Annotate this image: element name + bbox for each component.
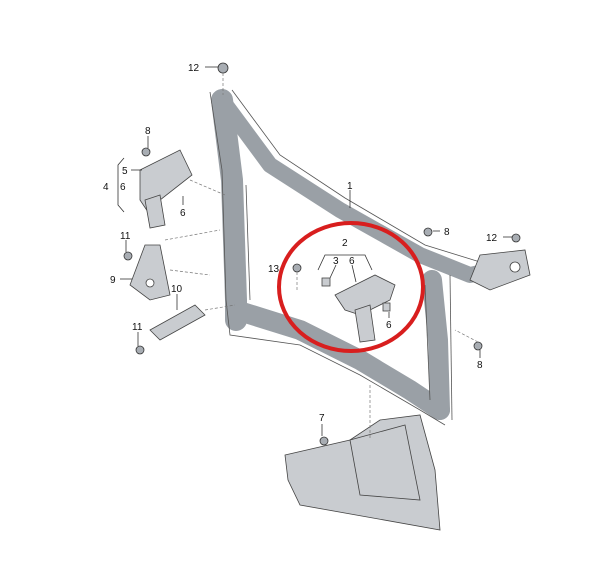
radiator-support-frame bbox=[209, 89, 531, 426]
bolt-8b bbox=[423, 227, 433, 237]
callout-10: 10 bbox=[171, 284, 183, 295]
bolt-12b bbox=[511, 233, 521, 243]
hood-hinge-bracket bbox=[139, 149, 193, 229]
callout-12: 12 bbox=[188, 63, 200, 74]
callout-6: 6 bbox=[386, 320, 392, 331]
callout-11: 11 bbox=[120, 231, 131, 242]
bumper-bracket bbox=[284, 385, 441, 531]
bolt-8a bbox=[141, 147, 151, 157]
callout-8: 8 bbox=[145, 126, 151, 137]
callout-6: 6 bbox=[349, 256, 355, 267]
callout-13: 13 bbox=[268, 264, 280, 275]
callout-6: 6 bbox=[180, 208, 186, 219]
callout-2: 2 bbox=[342, 238, 348, 249]
bolt-11b bbox=[135, 345, 145, 355]
bolt-8c bbox=[473, 341, 483, 351]
hood-lock bbox=[321, 274, 396, 343]
bracket-9 bbox=[129, 244, 171, 301]
highlight-circle bbox=[277, 221, 425, 353]
callout-5: 5 bbox=[122, 166, 128, 177]
callout-1: 1 bbox=[347, 181, 353, 192]
callout-4: 4 bbox=[103, 182, 109, 193]
bolt-13 bbox=[292, 263, 302, 273]
callout-12: 12 bbox=[486, 233, 498, 244]
guide-10 bbox=[149, 304, 206, 341]
callout-7: 7 bbox=[319, 413, 325, 424]
callout-6: 6 bbox=[120, 182, 126, 193]
callout-8: 8 bbox=[444, 227, 450, 238]
bolt-11a bbox=[123, 251, 133, 261]
callout-3: 3 bbox=[333, 256, 339, 267]
bolt-12a bbox=[217, 62, 229, 74]
callout-9: 9 bbox=[110, 275, 116, 286]
bolt-7 bbox=[319, 436, 329, 446]
bolts bbox=[123, 62, 521, 446]
callout-11: 11 bbox=[132, 322, 143, 333]
callout-8: 8 bbox=[477, 360, 483, 371]
